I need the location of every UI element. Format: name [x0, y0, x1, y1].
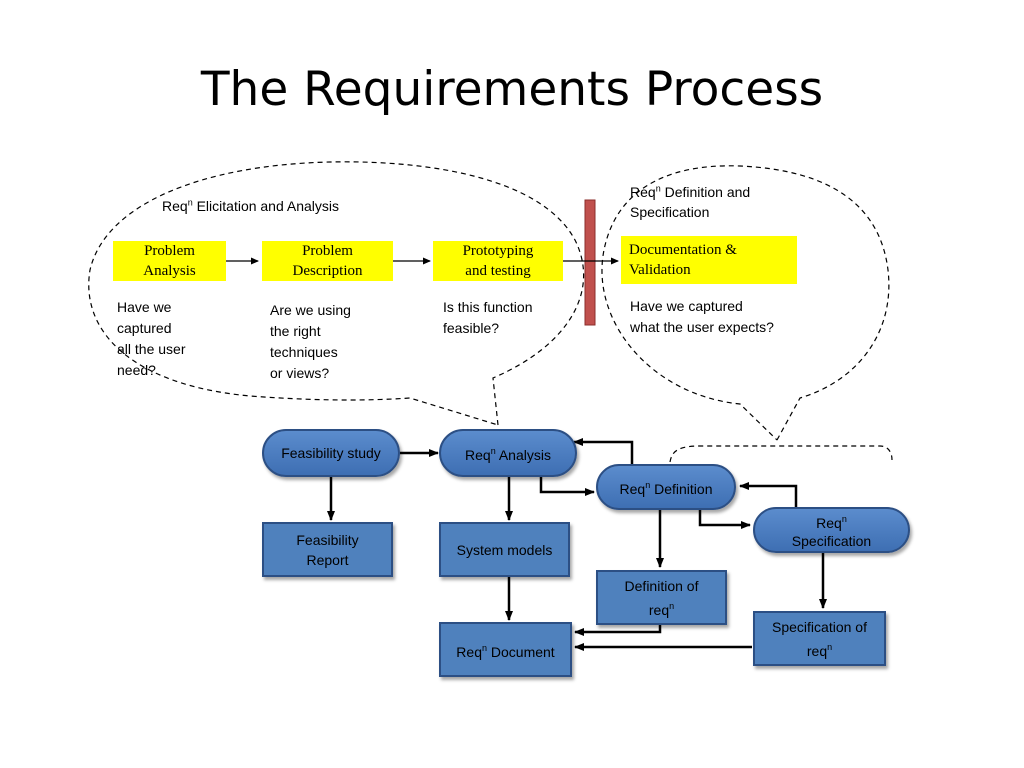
- node-label-base: Req: [816, 515, 842, 531]
- question-line: what the user expects?: [630, 319, 774, 335]
- system-models-doc: System models: [439, 522, 570, 577]
- question-captured-needs: Have we captured all the user need?: [117, 297, 185, 381]
- question-line: techniques: [270, 344, 338, 360]
- elicitation-analysis-label: Reqn Elicitation and Analysis: [162, 196, 339, 216]
- question-function-feasible: Is this function feasible?: [443, 297, 533, 339]
- node-label-base: Req: [619, 481, 646, 497]
- label-sup: n: [187, 197, 193, 208]
- definition-bubble-outline: [601, 165, 890, 441]
- doc-label-base: req: [806, 642, 828, 659]
- feasibility-study-node: Feasibility study: [262, 429, 400, 477]
- question-line: feasible?: [443, 320, 500, 336]
- doc-label-base: req: [648, 601, 670, 618]
- doc-label-sup: n: [669, 600, 675, 611]
- doc-label: System models: [456, 541, 553, 558]
- arrow-definition-of-req-to-document: [574, 625, 662, 636]
- question-line: Are we using: [270, 302, 351, 318]
- question-line: Is this function: [443, 299, 533, 315]
- question-line: Have we captured: [630, 298, 743, 314]
- doc-label-line1: Specification of: [772, 618, 867, 635]
- req-analysis-node: Reqn Analysis: [439, 429, 577, 477]
- req-definition-node: Reqn Definition: [596, 464, 736, 510]
- req-document-doc: Reqn Document: [439, 622, 572, 677]
- box-line2: Description: [292, 263, 363, 279]
- box-line2: Analysis: [143, 263, 196, 279]
- node-label-rest: Analysis: [495, 447, 551, 463]
- specification-dashed-corner: [669, 445, 893, 463]
- node-label-sup: n: [490, 446, 496, 456]
- feasibility-report-doc: Feasibility Report: [262, 522, 393, 577]
- doc-label-line2: Report: [306, 551, 349, 568]
- question-user-expects: Have we captured what the user expects?: [630, 296, 774, 338]
- question-line: the right: [270, 323, 321, 339]
- box-line1: Documentation &: [629, 242, 737, 258]
- node-label-line2: Specification: [791, 533, 872, 549]
- question-right-techniques: Are we using the right techniques or vie…: [270, 300, 351, 384]
- box-line2: and testing: [465, 263, 531, 279]
- req-specification-node: Reqn Specification: [753, 507, 910, 553]
- problem-analysis-box: Problem Analysis: [113, 241, 226, 281]
- label-text-req: Req: [630, 184, 656, 200]
- node-label-rest: Definition: [650, 481, 713, 497]
- doc-label-sup: n: [827, 641, 833, 652]
- phase-divider-bar: [584, 199, 596, 326]
- box-line1: Problem: [144, 243, 195, 259]
- doc-label-sup: n: [481, 642, 487, 653]
- label-text-req: Req: [162, 198, 188, 214]
- doc-label-base: Req: [456, 643, 482, 660]
- box-line2: Validation: [629, 262, 691, 278]
- definition-of-req-doc: Definition of reqn: [596, 570, 727, 625]
- box-line1: Prototyping: [462, 243, 534, 259]
- label-sup: n: [655, 183, 661, 194]
- arrow-specification-back-to-definition: [739, 482, 798, 507]
- label-text-rest: Elicitation and Analysis: [192, 198, 340, 214]
- prototyping-testing-box: Prototyping and testing: [433, 241, 563, 281]
- question-line: or views?: [270, 365, 330, 381]
- node-label-sup: n: [645, 480, 651, 490]
- node-label-base: Req: [465, 447, 491, 463]
- question-line: captured: [117, 320, 172, 336]
- label-text-rest: Definition and: [660, 184, 751, 200]
- elicitation-bubble-outline: [88, 161, 585, 426]
- box-line1: Problem: [302, 243, 353, 259]
- arrow-definition-to-specification: [698, 510, 751, 529]
- question-line: need?: [117, 362, 156, 378]
- node-label-sup: n: [841, 514, 847, 524]
- doc-label-rest: Document: [487, 643, 555, 660]
- doc-label-line1: Feasibility: [296, 531, 359, 548]
- slide-title: The Requirements Process: [200, 62, 824, 117]
- specification-of-req-doc: Specification of reqn: [753, 611, 886, 666]
- doc-label-line1: Definition of: [624, 577, 699, 594]
- documentation-validation-box: Documentation & Validation: [621, 236, 797, 284]
- label-text-line2: Specification: [630, 204, 710, 220]
- node-label: Feasibility study: [281, 445, 381, 461]
- arrow-analysis-to-definition: [539, 477, 595, 496]
- question-line: all the user: [117, 341, 186, 357]
- arrow-definition-back-to-analysis: [573, 438, 634, 464]
- question-line: Have we: [117, 299, 172, 315]
- definition-specification-label: Reqn Definition and Specification: [630, 182, 750, 222]
- problem-description-box: Problem Description: [262, 241, 393, 281]
